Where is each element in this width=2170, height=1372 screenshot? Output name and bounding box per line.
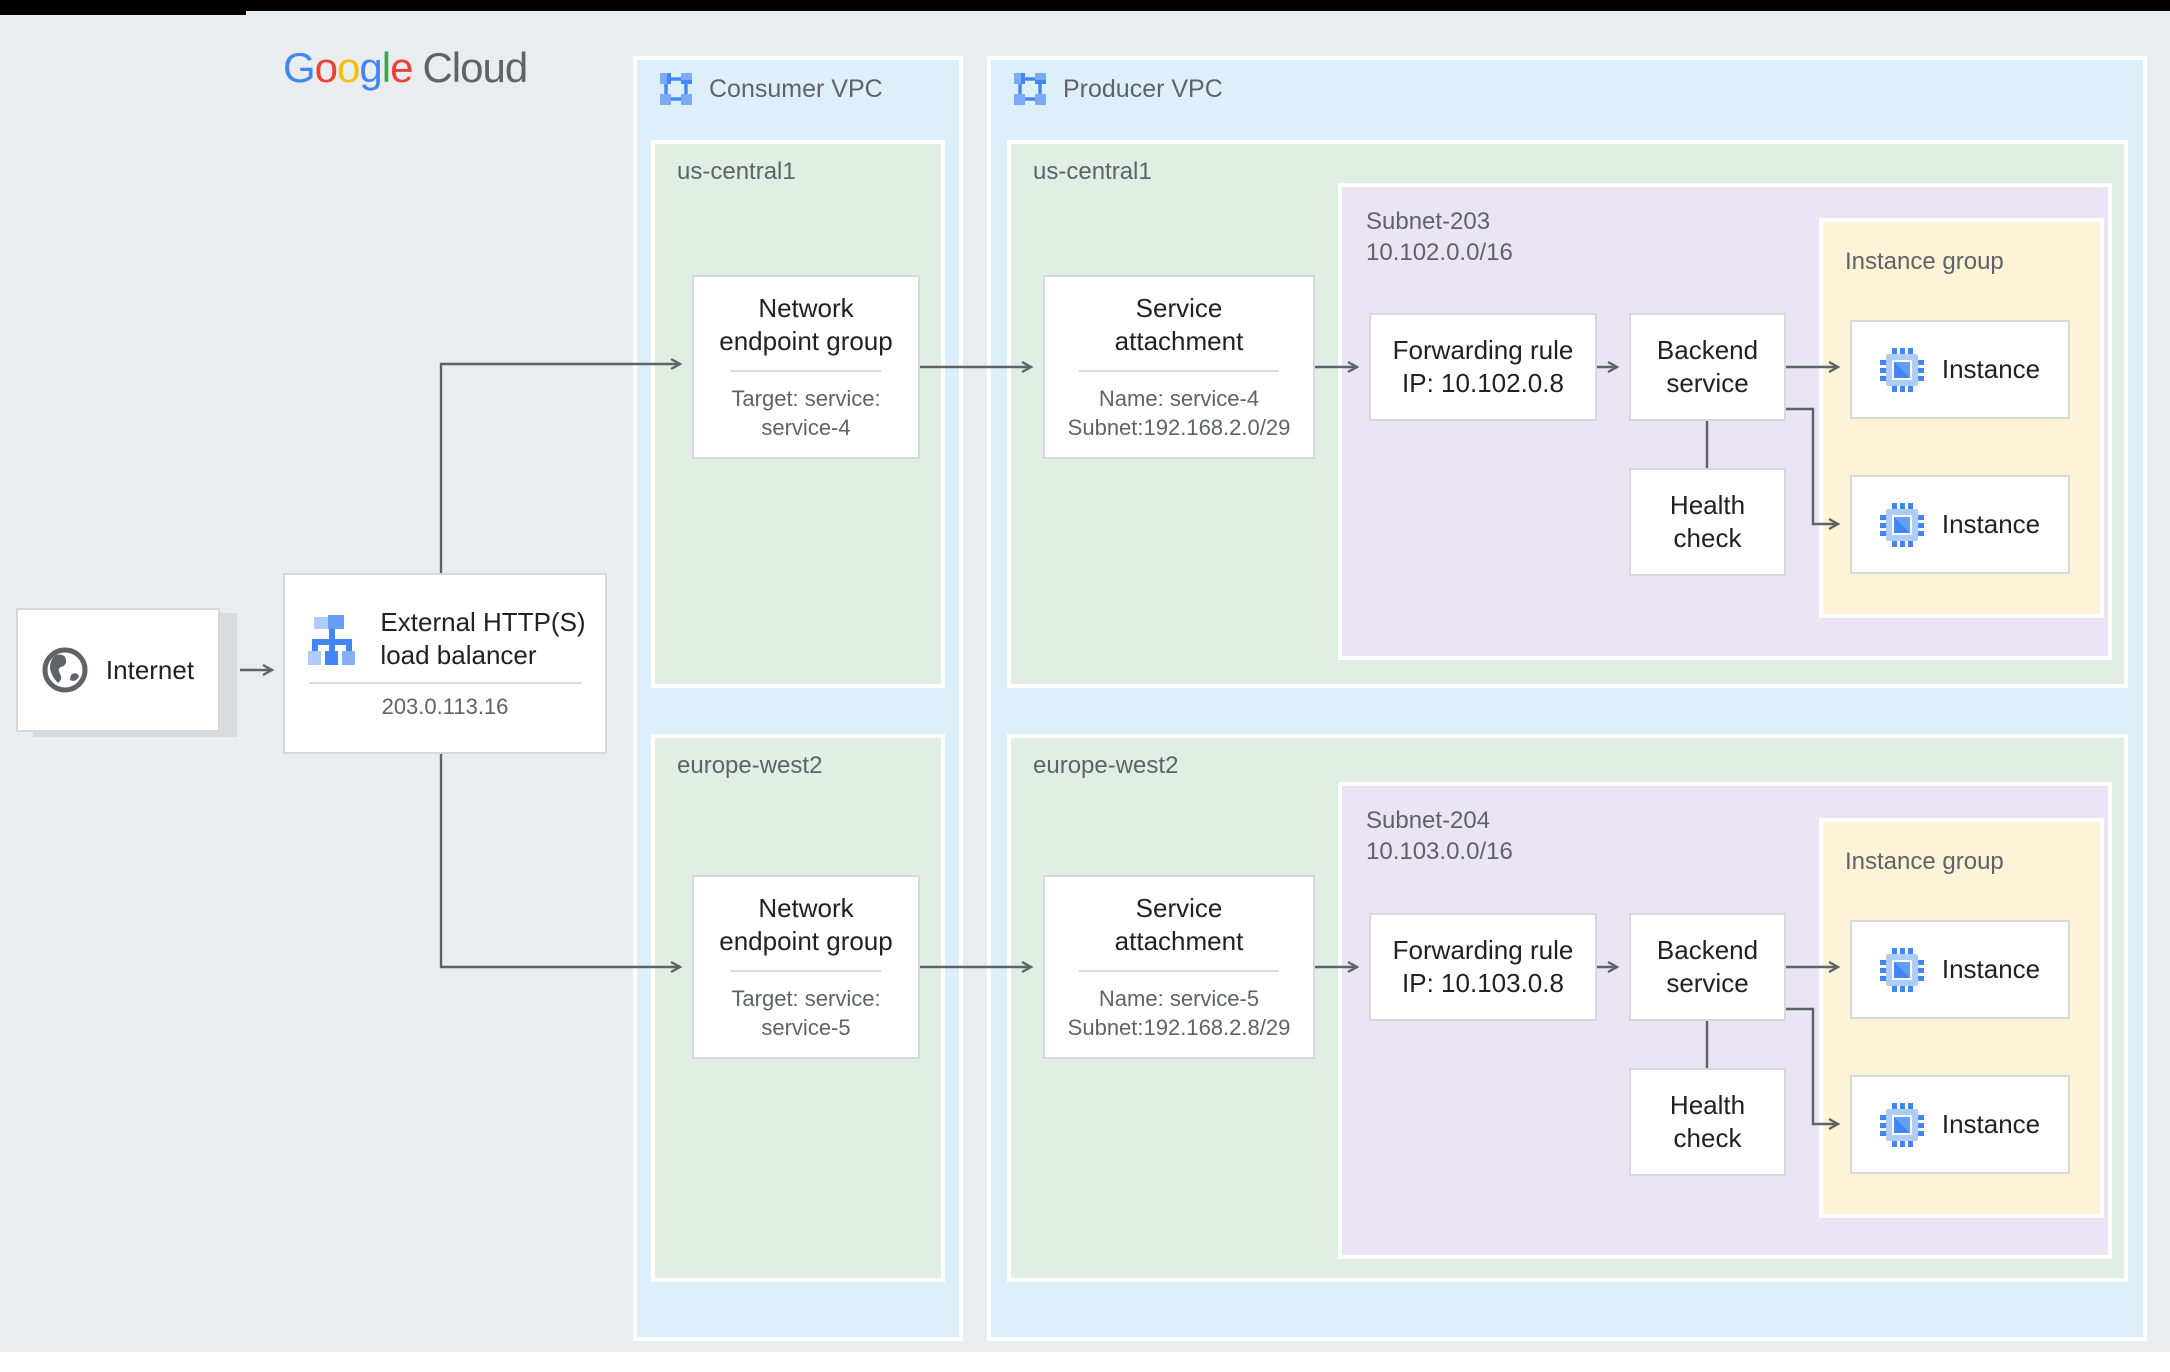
- instance-label: Instance: [1941, 1109, 2041, 1139]
- neg-title: Network endpoint group: [719, 893, 893, 956]
- instance-group-label: Instance group: [1845, 848, 2004, 875]
- window-top-tab: [0, 0, 246, 15]
- backend-service-1: Backend service: [1629, 313, 1786, 421]
- consumer-vpc-header: Consumer VPC: [659, 72, 883, 106]
- producer-vpc-header: Producer VPC: [1013, 72, 1223, 106]
- logo-letter: o: [337, 44, 360, 91]
- logo-letter: g: [359, 44, 382, 91]
- divider: [1079, 970, 1279, 972]
- sa-subnet: Subnet:192.168.2.8/29: [1067, 1015, 1291, 1040]
- logo-letter: e: [390, 44, 413, 91]
- logo-letter: o: [314, 44, 338, 91]
- subnet-label: Subnet-204 10.103.0.0/16: [1366, 805, 1513, 867]
- load-balancer-icon: [308, 615, 356, 665]
- fr-line1: Forwarding rule: [1392, 335, 1574, 365]
- divider: [731, 370, 881, 372]
- instance-1b: Instance: [1850, 475, 2070, 574]
- bs-title: Backend service: [1656, 335, 1759, 398]
- fr-line2: IP: 10.103.0.8: [1402, 968, 1564, 998]
- vpc-network-icon: [1014, 73, 1046, 105]
- region-label: us-central1: [677, 158, 796, 185]
- region-label: europe-west2: [677, 752, 823, 779]
- health-check-1: Health check: [1629, 468, 1786, 576]
- instance-label: Instance: [1941, 509, 2041, 539]
- sa-subnet: Subnet:192.168.2.0/29: [1067, 415, 1291, 440]
- subnet-name: Subnet-204: [1366, 807, 1491, 834]
- subnet-cidr: 10.102.0.0/16: [1366, 239, 1513, 266]
- internet-globe-icon: [42, 647, 88, 693]
- logo-letter: G: [283, 44, 316, 91]
- load-balancer-node: External HTTP(S) load balancer 203.0.113…: [283, 573, 607, 754]
- internet-label: Internet: [105, 654, 195, 685]
- network-endpoint-group-1: Network endpoint group Target: service: …: [692, 275, 920, 459]
- network-endpoint-group-2: Network endpoint group Target: service: …: [692, 875, 920, 1059]
- region-label: europe-west2: [1033, 752, 1179, 779]
- lb-title-line2: load balancer: [380, 640, 537, 670]
- sa-title: Service attachment: [1114, 293, 1244, 356]
- health-check-2: Health check: [1629, 1068, 1786, 1176]
- instance-2a: Instance: [1850, 920, 2070, 1019]
- sa-name: Name: service-4: [1098, 386, 1260, 411]
- region-label: us-central1: [1033, 158, 1152, 185]
- vpc-network-icon: [660, 73, 692, 105]
- compute-instance-icon: [1879, 1102, 1924, 1147]
- neg-target-line1: Target: service:: [731, 386, 881, 411]
- internet-node: Internet: [16, 608, 220, 732]
- instance-label: Instance: [1941, 354, 2041, 384]
- service-attachment-1: Service attachment Name: service-4 Subne…: [1043, 275, 1315, 459]
- sa-title: Service attachment: [1114, 893, 1244, 956]
- subnet-name: Subnet-203: [1366, 208, 1491, 235]
- bottom-strip: [0, 1352, 2170, 1372]
- hc-title: Health check: [1669, 1090, 1746, 1153]
- forwarding-rule-1: Forwarding rule IP: 10.102.0.8: [1369, 313, 1597, 421]
- service-attachment-2: Service attachment Name: service-5 Subne…: [1043, 875, 1315, 1059]
- divider: [309, 682, 581, 684]
- lb-title-line1: External HTTP(S): [380, 607, 586, 637]
- fr-line1: Forwarding rule: [1392, 935, 1574, 965]
- window-top-bar: [0, 0, 2170, 11]
- fr-line2: IP: 10.102.0.8: [1402, 368, 1564, 398]
- subnet-cidr: 10.103.0.0/16: [1366, 838, 1513, 865]
- bs-title: Backend service: [1656, 935, 1759, 998]
- logo-cloud-word: Cloud: [422, 44, 528, 91]
- neg-target-line2: service-4: [761, 415, 851, 440]
- compute-instance-icon: [1879, 947, 1924, 992]
- divider: [1079, 370, 1279, 372]
- backend-service-2: Backend service: [1629, 913, 1786, 1021]
- neg-target-line1: Target: service:: [731, 986, 881, 1011]
- producer-vpc-label: Producer VPC: [1063, 74, 1223, 103]
- forwarding-rule-2: Forwarding rule IP: 10.103.0.8: [1369, 913, 1597, 1021]
- neg-target-line2: service-5: [761, 1015, 851, 1040]
- logo-letter: l: [381, 44, 391, 91]
- instance-group-label: Instance group: [1845, 248, 2004, 275]
- instance-label: Instance: [1941, 954, 2041, 984]
- instance-1a: Instance: [1850, 320, 2070, 419]
- hc-title: Health check: [1669, 490, 1746, 553]
- compute-instance-icon: [1879, 347, 1924, 392]
- compute-instance-icon: [1879, 502, 1924, 547]
- lb-ip-address: 203.0.113.16: [381, 694, 509, 719]
- consumer-vpc-label: Consumer VPC: [709, 74, 883, 103]
- divider: [731, 970, 881, 972]
- neg-title: Network endpoint group: [719, 293, 893, 356]
- sa-name: Name: service-5: [1098, 986, 1260, 1011]
- subnet-label: Subnet-203 10.102.0.0/16: [1366, 206, 1513, 268]
- instance-2b: Instance: [1850, 1075, 2070, 1174]
